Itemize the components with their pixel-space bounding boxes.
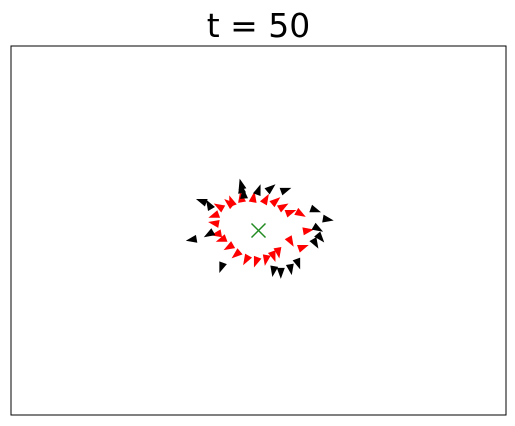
black-agent-marker [253,184,261,196]
black-agent-marker [270,265,279,278]
black-agent-marker [203,228,216,238]
red-agent-marker [213,203,226,213]
chart-marks [185,178,334,279]
chart-title: t = 50 [206,6,311,45]
black-agent-marker [309,237,319,249]
red-agent-marker [297,245,309,253]
black-agent-marker [238,178,247,191]
red-agent-marker [243,253,253,266]
black-agent-marker [276,267,285,279]
red-agent-marker [284,209,297,218]
black-agent-marker [292,257,301,270]
red-agent-marker [294,207,306,217]
red-agent-marker [262,254,271,266]
red-agent-marker [208,220,220,228]
black-agent-marker [322,214,334,223]
center-x-marker [250,222,267,239]
black-agent-marker [195,198,208,207]
red-agent-marker [267,250,276,262]
black-agent-marker [285,263,294,276]
red-agent-marker [248,191,257,203]
black-agent-marker [206,199,215,212]
black-agent-marker [279,187,292,196]
red-agent-marker [253,255,262,268]
black-agent-marker [185,234,198,243]
red-agent-marker [215,234,228,242]
red-agent-marker [284,235,294,247]
red-agent-marker [224,198,236,210]
black-agent-marker [309,204,322,213]
red-agent-marker [273,246,282,259]
red-agent-marker [276,203,289,213]
red-agent-marker [269,197,281,208]
black-agent-marker [314,231,325,243]
red-agent-marker [302,227,314,236]
black-agent-marker [264,184,276,195]
black-agent-marker [240,187,249,199]
red-agent-marker [223,241,236,251]
black-agent-marker [219,261,227,274]
red-agent-marker [259,193,269,206]
red-agent-marker [231,248,243,259]
red-agent-marker [208,210,221,218]
black-agent-marker [311,222,324,232]
